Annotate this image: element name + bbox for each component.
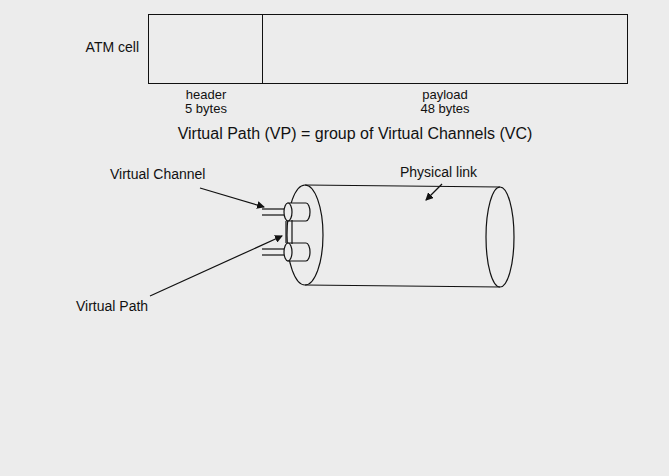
callout-label: Virtual Path [76,298,148,314]
callout-label: Physical link [400,164,477,180]
leader-lines [150,184,442,296]
virtual-channel-tubes [284,203,310,261]
payload-field: payload 48 bytes [263,15,627,83]
channel-wires [262,209,284,255]
vp-definition: Virtual Path (VP) = group of Virtual Cha… [178,125,533,143]
field-label: header 5 bytes [184,88,228,117]
header-field: header 5 bytes [149,15,263,83]
field-label: payload 48 bytes [419,88,471,117]
physical-link-cylinder [287,185,514,287]
callout-label: Virtual Channel [110,166,205,182]
cell-label: ATM cell [86,40,139,55]
atm-cell: ATM cellheader 5 bytespayload 48 bytes [148,14,628,84]
